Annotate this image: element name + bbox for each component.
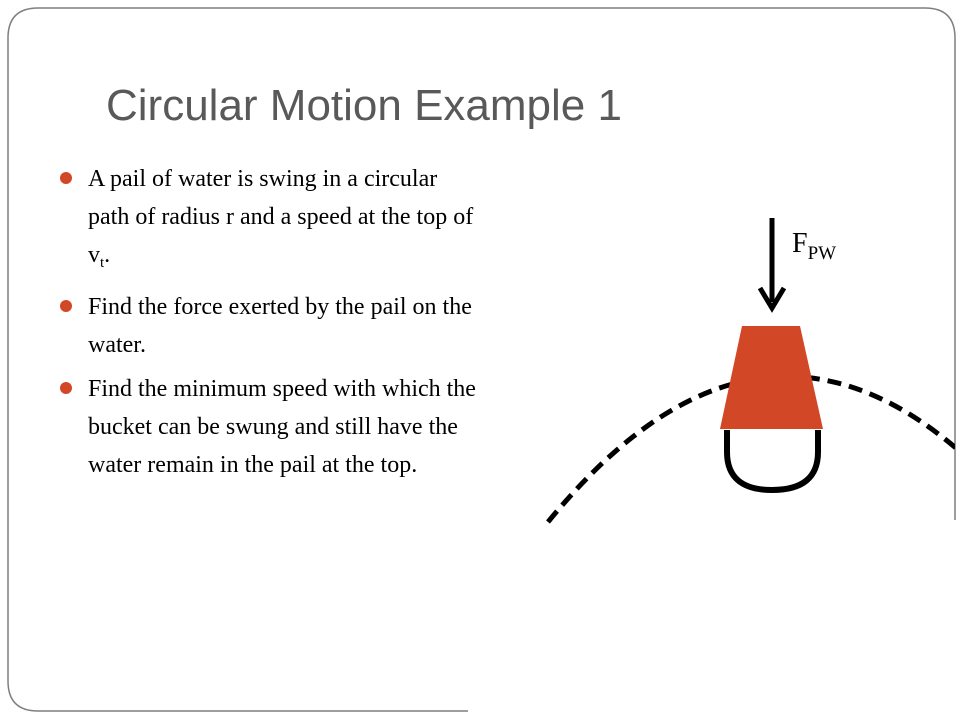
bullet-icon bbox=[60, 300, 72, 312]
pail-icon bbox=[720, 326, 823, 429]
bullet-item: Find the force exerted by the pail on th… bbox=[60, 288, 480, 364]
force-label-subscript: PW bbox=[807, 243, 837, 264]
bullet-icon bbox=[60, 382, 72, 394]
bullet-text: Find the minimum speed with which the bu… bbox=[88, 376, 476, 478]
bullet-text: A pail of water is swing in a circular p… bbox=[88, 166, 474, 268]
slide-title: Circular Motion Example 1 bbox=[106, 81, 622, 130]
down-arrow-icon bbox=[757, 218, 787, 313]
force-label: FPW bbox=[792, 228, 836, 265]
bullet-icon bbox=[60, 172, 72, 184]
bullet-text: Find the force exerted by the pail on th… bbox=[88, 294, 472, 358]
bullet-list: A pail of water is swing in a circular p… bbox=[60, 160, 480, 490]
bullet-suffix: . bbox=[104, 242, 111, 268]
bullet-item: Find the minimum speed with which the bu… bbox=[60, 370, 480, 484]
bullet-item: A pail of water is swing in a circular p… bbox=[60, 160, 480, 282]
force-label-main: F bbox=[792, 228, 808, 259]
pail-handle bbox=[724, 430, 821, 494]
bullet-subscript: t bbox=[100, 255, 105, 271]
